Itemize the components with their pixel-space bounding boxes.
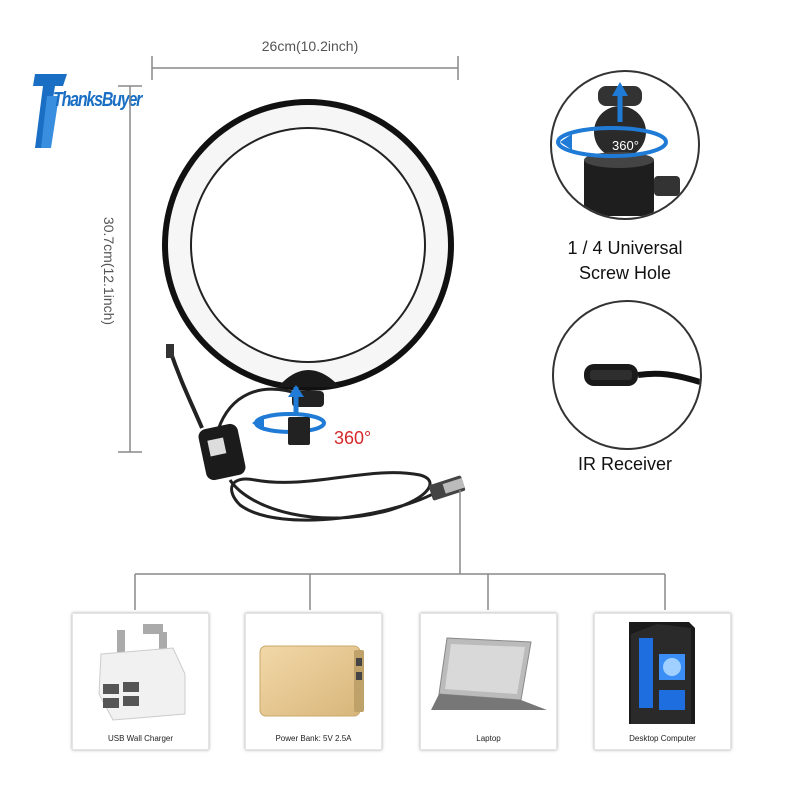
screw-hole-detail-image: 360° <box>550 70 700 220</box>
width-dimension-line <box>151 56 459 80</box>
ball-head-rotation-badge: 360° <box>612 138 639 153</box>
wall-charger-icon <box>98 624 186 721</box>
power-source-power-bank: Power Bank: 5V 2.5A <box>245 613 382 750</box>
brand-name: ThanksBuyer <box>53 89 142 111</box>
ir-receiver-icon <box>584 364 700 386</box>
screw-hole-caption: 1 / 4 Universal Screw Hole <box>530 236 720 286</box>
power-source-desktop-computer: Desktop Computer <box>594 613 731 750</box>
rotation-arrow-icon <box>252 385 326 445</box>
ring-light-illustration <box>162 99 454 407</box>
width-dimension-label: 26cm(10.2inch) <box>200 38 420 54</box>
power-bank-icon <box>259 645 364 717</box>
screw-hole-caption-line2: Screw Hole <box>578 263 672 283</box>
power-source-connector-lines <box>134 490 666 610</box>
power-bank-label: Power Bank: 5V 2.5A <box>275 734 352 743</box>
desktop-tower-icon <box>629 622 695 726</box>
desktop-computer-label: Desktop Computer <box>629 734 696 743</box>
ball-head-icon <box>556 82 680 216</box>
rotation-label: 360° <box>334 428 372 448</box>
ir-receiver-caption: IR Receiver <box>577 454 673 474</box>
usb-cable-with-controller <box>166 344 466 522</box>
height-dimension-label: 30.7cm(12.1inch) <box>101 161 117 381</box>
power-source-laptop: Laptop <box>420 613 557 750</box>
height-dimension-line <box>118 85 142 453</box>
brand-logo: ThanksBuyer <box>33 72 151 152</box>
screw-hole-caption-line1: 1 / 4 Universal <box>567 238 683 258</box>
laptop-label: Laptop <box>476 734 501 743</box>
brand-mark-icon <box>33 74 67 148</box>
usb-wall-charger-label: USB Wall Charger <box>107 734 174 743</box>
power-source-usb-wall-charger: USB Wall Charger <box>72 613 209 750</box>
ir-receiver-detail-image <box>552 300 702 450</box>
laptop-icon <box>431 637 547 710</box>
